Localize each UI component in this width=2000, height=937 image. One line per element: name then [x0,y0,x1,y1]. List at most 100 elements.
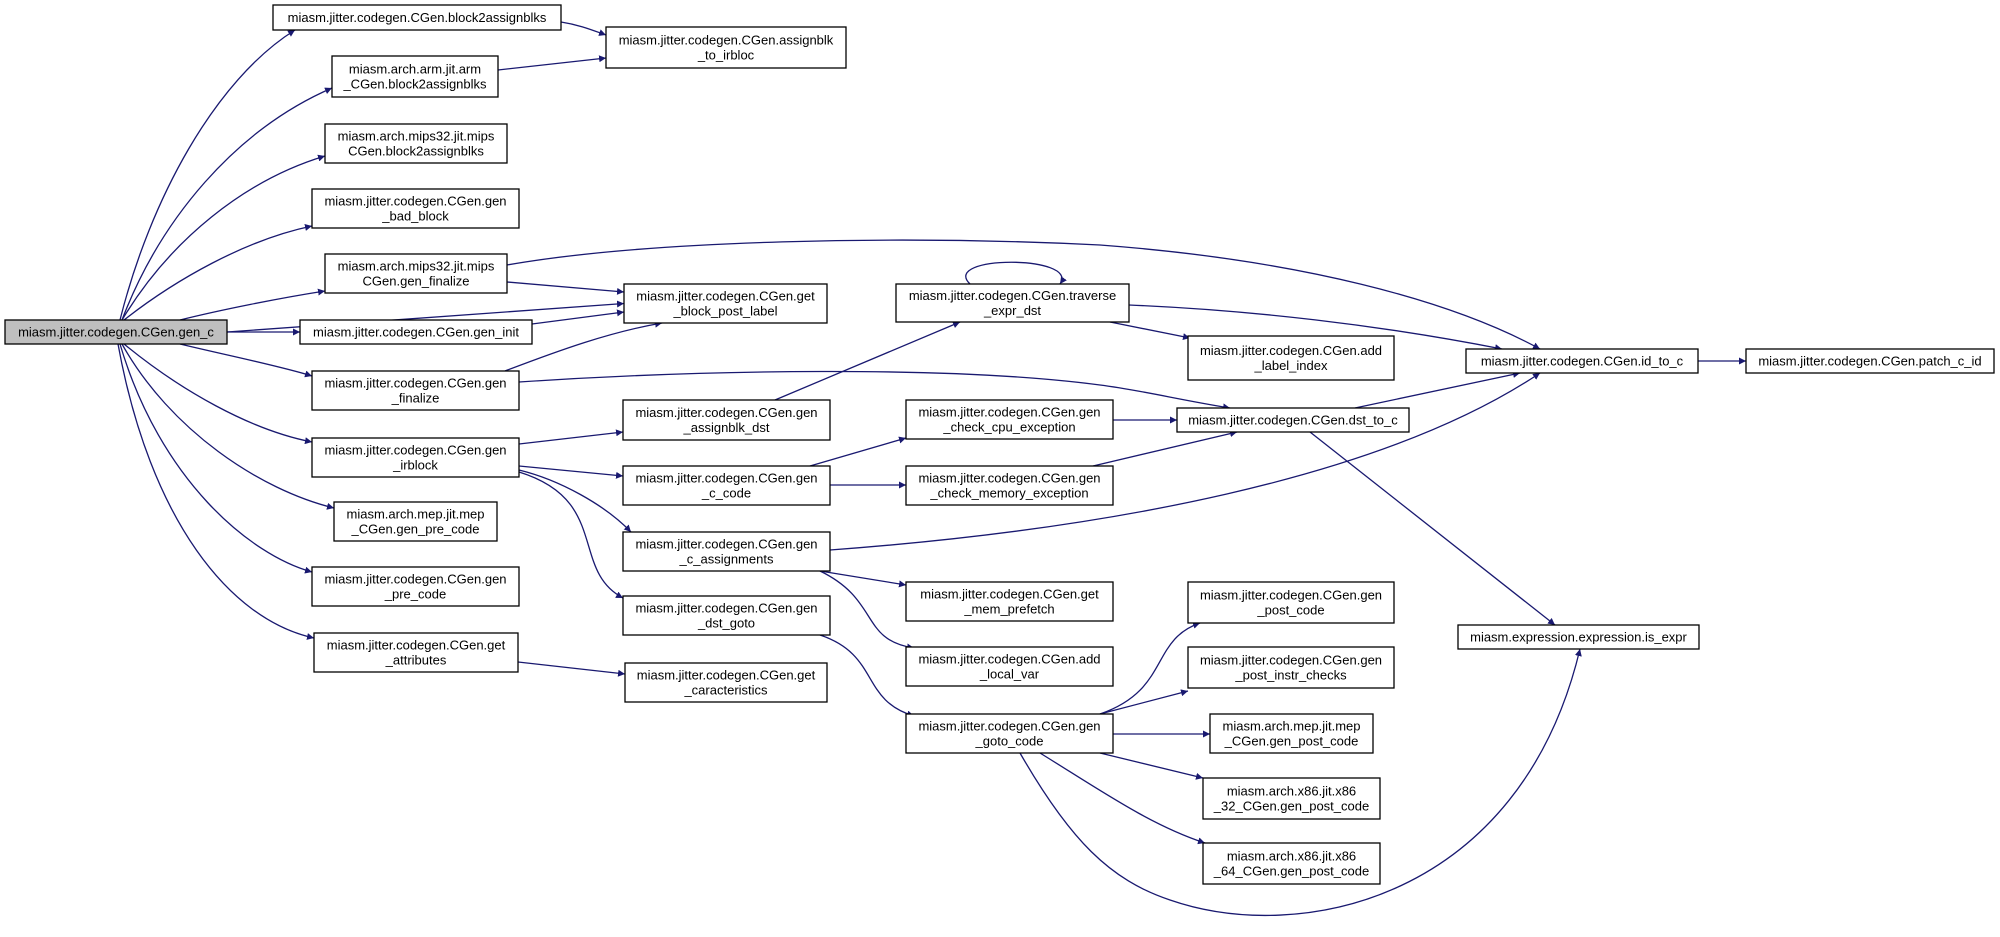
node-label-line: miasm.arch.mep.jit.mep [347,507,485,522]
call-edge-gen_finalize-to-dst_to_c [518,370,1231,411]
call-edge-gen_c-to-mips_gen_finalize [179,288,326,321]
function-node-id-to-c[interactable]: miasm.jitter.codegen.CGen.id_to_c [1465,348,1699,374]
function-node-mips-block2assignblks[interactable]: miasm.arch.mips32.jit.mipsCGen.block2ass… [324,123,508,164]
node-label-line: miasm.jitter.codegen.CGen.gen_c [18,325,214,340]
node-label-line: _goto_code [975,734,1044,749]
node-label-line: miasm.jitter.codegen.CGen.add [1200,343,1382,358]
function-node-get-attributes[interactable]: miasm.jitter.codegen.CGen.get_attributes [313,632,519,673]
node-box [333,501,498,542]
call-edge-gen_goto_code-to-x86_64_gen_post_code [1039,752,1206,845]
node-label-line: _irblock [392,458,438,473]
function-node-dst-to-c[interactable]: miasm.jitter.codegen.CGen.dst_to_c [1176,407,1410,433]
call-edge-block2assignblks-to-assignblk_to_irbloc [560,21,607,36]
node-box [1465,348,1699,374]
function-node-get-mem-prefetch[interactable]: miasm.jitter.codegen.CGen.get_mem_prefet… [905,581,1114,622]
node-box [622,595,831,636]
edge-arrow [1099,689,1189,715]
function-node-mips-gen-finalize[interactable]: miasm.arch.mips32.jit.mipsCGen.gen_final… [324,253,508,294]
call-edge-gen_init-to-get_block_post_label [531,309,625,325]
function-node-traverse-expr-dst[interactable]: miasm.jitter.codegen.CGen.traverse_expr_… [895,283,1130,323]
function-node-gen-check-memory-exception[interactable]: miasm.jitter.codegen.CGen.gen_check_memo… [905,465,1114,506]
edge-arrow [774,321,961,401]
edge-arrow [121,343,335,510]
node-box [324,253,508,294]
edge-arrow [179,343,313,378]
node-label-line: _pre_code [384,587,446,602]
call-edge-gen_goto_code-to-x86_32_gen_post_code [1099,752,1204,780]
function-node-gen-assignblk-dst[interactable]: miasm.jitter.codegen.CGen.gen_assignblk_… [622,399,831,441]
function-node-get-caracteristics[interactable]: miasm.jitter.codegen.CGen.get_caracteris… [624,662,828,703]
node-label-line: _check_cpu_exception [942,420,1075,435]
function-node-gen-finalize[interactable]: miasm.jitter.codegen.CGen.gen_finalize [311,370,520,411]
function-node-gen-post-instr-checks[interactable]: miasm.jitter.codegen.CGen.gen_post_instr… [1187,646,1395,689]
function-node-gen-irblock[interactable]: miasm.jitter.codegen.CGen.gen_irblock [311,437,520,478]
node-label-line: miasm.jitter.codegen.CGen.add [918,652,1100,667]
node-label-line: _check_memory_exception [929,486,1088,501]
function-node-is-expr[interactable]: miasm.expression.expression.is_expr [1457,624,1700,650]
node-label-line: miasm.arch.x86.jit.x86 [1227,849,1356,864]
function-node-gen-pre-code[interactable]: miasm.jitter.codegen.CGen.gen_pre_code [311,566,520,607]
edge-arrow [1019,648,1582,916]
edge-arrow [123,343,313,445]
node-box [895,283,1130,323]
function-node-add-local-var[interactable]: miasm.jitter.codegen.CGen.add_local_var [905,646,1114,687]
call-edge-gen_irblock-to-gen_c_code [518,465,624,479]
node-label-line: _c_code [701,486,751,501]
node-box [1187,335,1395,381]
node-label-line: miasm.jitter.codegen.CGen.gen [1200,588,1382,603]
call-edge-gen_c-to-get_attributes [117,343,315,640]
call-edge-gen_c_assignments-to-get_mem_prefetch [819,570,907,588]
call-edge-gen_c-to-gen_finalize [179,343,313,378]
function-node-gen-dst-goto[interactable]: miasm.jitter.codegen.CGen.gen_dst_goto [622,595,831,636]
function-node-gen-check-cpu-exception[interactable]: miasm.jitter.codegen.CGen.gen_check_cpu_… [905,399,1114,440]
function-node-x86-64-gen-post-code[interactable]: miasm.arch.x86.jit.x86_64_CGen.gen_post_… [1202,842,1381,885]
node-box [1745,348,1995,374]
call-edges [117,21,1746,916]
function-node-get-block-post-label[interactable]: miasm.jitter.codegen.CGen.get_block_post… [623,283,828,324]
node-label-line: _post_code [1256,603,1324,618]
function-node-gen-init[interactable]: miasm.jitter.codegen.CGen.gen_init [299,319,533,345]
edge-arrow [119,29,296,321]
function-node-assignblk-to-irbloc[interactable]: miasm.jitter.codegen.CGen.assignblk_to_i… [605,26,847,69]
edge-arrow [518,469,632,533]
edge-arrow [965,261,1067,285]
node-box [622,399,831,441]
function-node-gen-goto-code[interactable]: miasm.jitter.codegen.CGen.gen_goto_code [905,713,1114,754]
function-node-arm-block2assignblks[interactable]: miasm.arch.arm.jit.arm_CGen.block2assign… [331,55,499,98]
function-node-gen-c-assignments[interactable]: miasm.jitter.codegen.CGen.gen_c_assignme… [622,531,831,572]
edge-arrow [506,281,625,295]
function-node-x86-32-gen-post-code[interactable]: miasm.arch.x86.jit.x86_32_CGen.gen_post_… [1202,777,1381,820]
node-label-line: miasm.jitter.codegen.CGen.gen_init [313,325,519,340]
call-edge-traverse_expr_dst-to-traverse_expr_dst [965,261,1067,285]
node-box [272,4,562,31]
call-edge-get_attributes-to-get_caracteristics [517,661,626,677]
edge-arrow [560,21,607,36]
call-edge-gen_c-to-mips_block2assignblks [121,154,326,321]
node-box [331,55,499,98]
function-node-gen-c[interactable]: miasm.jitter.codegen.CGen.gen_c [4,319,228,345]
call-edge-dst_to_c-to-id_to_c [1354,371,1521,409]
edge-arrow [121,87,333,321]
edge-arrow [518,471,624,599]
edge-arrow [829,372,1541,551]
function-node-block2assignblks[interactable]: miasm.jitter.codegen.CGen.block2assignbl… [272,4,562,31]
function-node-gen-c-code[interactable]: miasm.jitter.codegen.CGen.gen_c_code [622,465,831,506]
node-label-line: CGen.block2assignblks [348,144,484,159]
edge-arrow [1039,752,1206,845]
edge-arrow [1309,431,1556,626]
function-node-mep-gen-post-code[interactable]: miasm.arch.mep.jit.mep_CGen.gen_post_cod… [1209,713,1374,754]
function-node-patch-c-id[interactable]: miasm.jitter.codegen.CGen.patch_c_id [1745,348,1995,374]
function-node-mep-gen-pre-code[interactable]: miasm.arch.mep.jit.mep_CGen.gen_pre_code [333,501,498,542]
function-node-add-label-index[interactable]: miasm.jitter.codegen.CGen.add_label_inde… [1187,335,1395,381]
node-box [1209,713,1374,754]
node-label-line: miasm.jitter.codegen.CGen.gen [635,471,817,486]
function-node-gen-bad-block[interactable]: miasm.jitter.codegen.CGen.gen_bad_block [311,188,520,229]
edge-arrow [123,224,313,321]
node-label-line: miasm.jitter.codegen.CGen.get [637,668,816,683]
node-box [311,188,520,229]
node-label-line: miasm.jitter.codegen.CGen.gen [324,194,506,209]
node-box [299,319,533,345]
node-box [1202,777,1381,820]
function-node-gen-post-code[interactable]: miasm.jitter.codegen.CGen.gen_post_code [1187,581,1395,624]
